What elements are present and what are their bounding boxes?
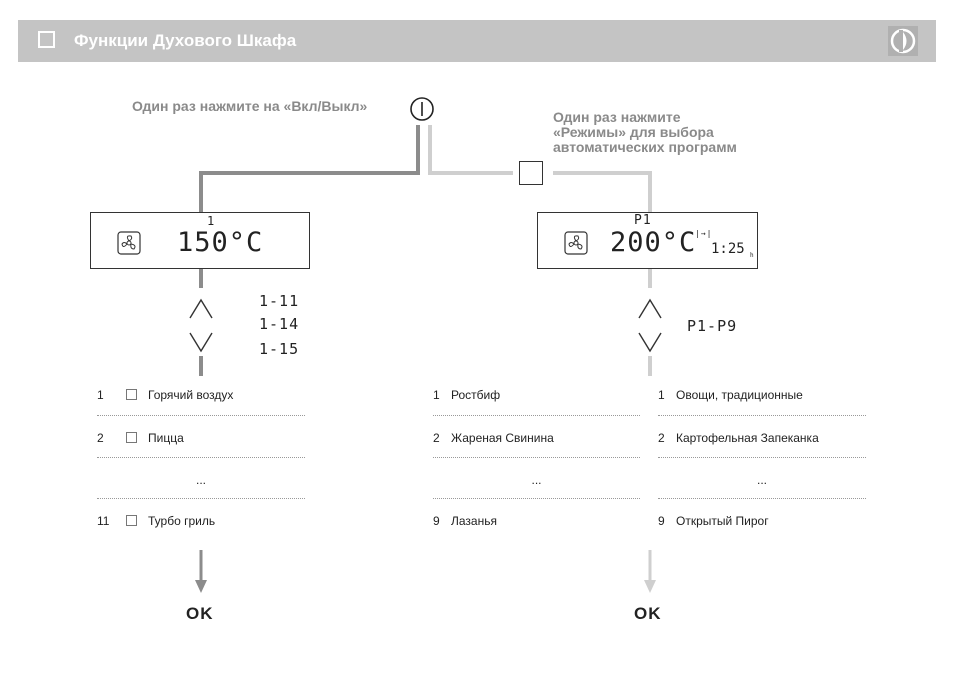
duration-icon: |→| (695, 229, 713, 238)
program-code: P1 (634, 213, 652, 228)
function-number: 1 (207, 214, 216, 228)
time-unit: h (750, 252, 755, 259)
instruction-modes-line2: «Режимы» для выбора (553, 124, 714, 140)
dotted-divider (658, 415, 866, 416)
instruction-power: Один раз нажмите на «Вкл/Выкл» (132, 98, 368, 114)
list-item-label: Лазанья (451, 514, 497, 528)
fan-icon (117, 231, 141, 255)
list-item-number: 1 (97, 388, 104, 402)
power-button-icon[interactable] (409, 96, 435, 122)
list-item: ... (756, 473, 767, 487)
dotted-divider (658, 457, 866, 458)
dotted-divider (433, 457, 640, 458)
dotted-divider (433, 498, 640, 499)
list-item: 2 Пицца (97, 431, 305, 451)
list-item: 11 Турбо гриль (97, 514, 305, 534)
instruction-modes-line1: Один раз нажмите (553, 109, 681, 125)
list-item: 1 Овощи, традиционные (658, 388, 866, 408)
list-item-number: 1 (433, 388, 440, 402)
function-list: 1 Горячий воздух 2 Пицца ... 11 Турбо гриль (97, 388, 305, 534)
pizza-icon (126, 432, 137, 444)
list-item: 9 Лазанья (433, 514, 640, 534)
temperature-readout: 200°C (610, 227, 697, 258)
range-label: 1-15 (259, 340, 300, 358)
list-item-number: 1 (658, 388, 665, 402)
list-item-number: 2 (658, 431, 665, 445)
header-bar: Функции Духового Шкафа (18, 20, 936, 62)
list-item-number: 9 (433, 514, 440, 528)
modes-button-icon[interactable] (519, 161, 543, 185)
oven-display-right: P1 200°C |→| 1:25 h (537, 212, 758, 269)
program-list-vegetables: 1 Овощи, традиционные 2 Картофельная Запек… (658, 388, 866, 534)
program-list-meat: 1 Ростбиф 2 Жареная Свинина ... 9 Лазанья (433, 388, 640, 534)
range-label: 1-11 (259, 292, 300, 310)
turbo-grill-icon (126, 515, 137, 527)
page-title: Функции Духового Шкафа (74, 31, 297, 50)
list-item-number: 9 (658, 514, 665, 528)
time-readout: 1:25 (711, 241, 745, 257)
temperature-readout: 150°C (177, 227, 264, 258)
dotted-divider (433, 415, 640, 416)
list-item: 9 Открытый Пирог (658, 514, 866, 534)
list-item-number: 2 (97, 431, 104, 445)
ok-button-left[interactable]: OK (186, 604, 214, 623)
list-item-label: Ростбиф (451, 388, 501, 402)
list-item: ... (195, 473, 206, 487)
dotted-divider (97, 498, 305, 499)
instruction-modes-line3: автоматических программ (553, 139, 737, 155)
dotted-divider (97, 457, 305, 458)
header-square-icon (38, 31, 55, 48)
dotted-divider (97, 415, 305, 416)
list-item-label: Турбо гриль (148, 514, 216, 528)
hot-air-icon (126, 389, 137, 401)
oven-display-left: 1 150°C (90, 212, 310, 269)
list-item: 1 Ростбиф (433, 388, 640, 408)
list-item: ... (531, 473, 542, 487)
range-label: 1-14 (259, 315, 300, 333)
list-item: 2 Картофельная Запеканка (658, 431, 866, 451)
list-item-label: Картофельная Запеканка (676, 431, 819, 445)
list-item-label: Открытый Пирог (676, 514, 769, 528)
instruction-modes: Один раз нажмите «Режимы» для выбора авт… (553, 110, 737, 155)
electrolux-logo-icon (888, 26, 918, 56)
list-item: 1 Горячий воздух (97, 388, 305, 408)
list-item: 2 Жареная Свинина (433, 431, 640, 451)
list-item-label: Жареная Свинина (451, 431, 554, 445)
list-item-label: Горячий воздух (148, 388, 234, 402)
list-item-number: 11 (97, 514, 110, 528)
list-item-label: Овощи, традиционные (676, 388, 803, 402)
fan-icon (564, 231, 588, 255)
dotted-divider (658, 498, 866, 499)
list-item-number: 2 (433, 431, 440, 445)
program-range-label: P1-P9 (687, 317, 738, 335)
list-item-label: Пицца (148, 431, 184, 445)
ok-button-right[interactable]: OK (634, 604, 662, 623)
